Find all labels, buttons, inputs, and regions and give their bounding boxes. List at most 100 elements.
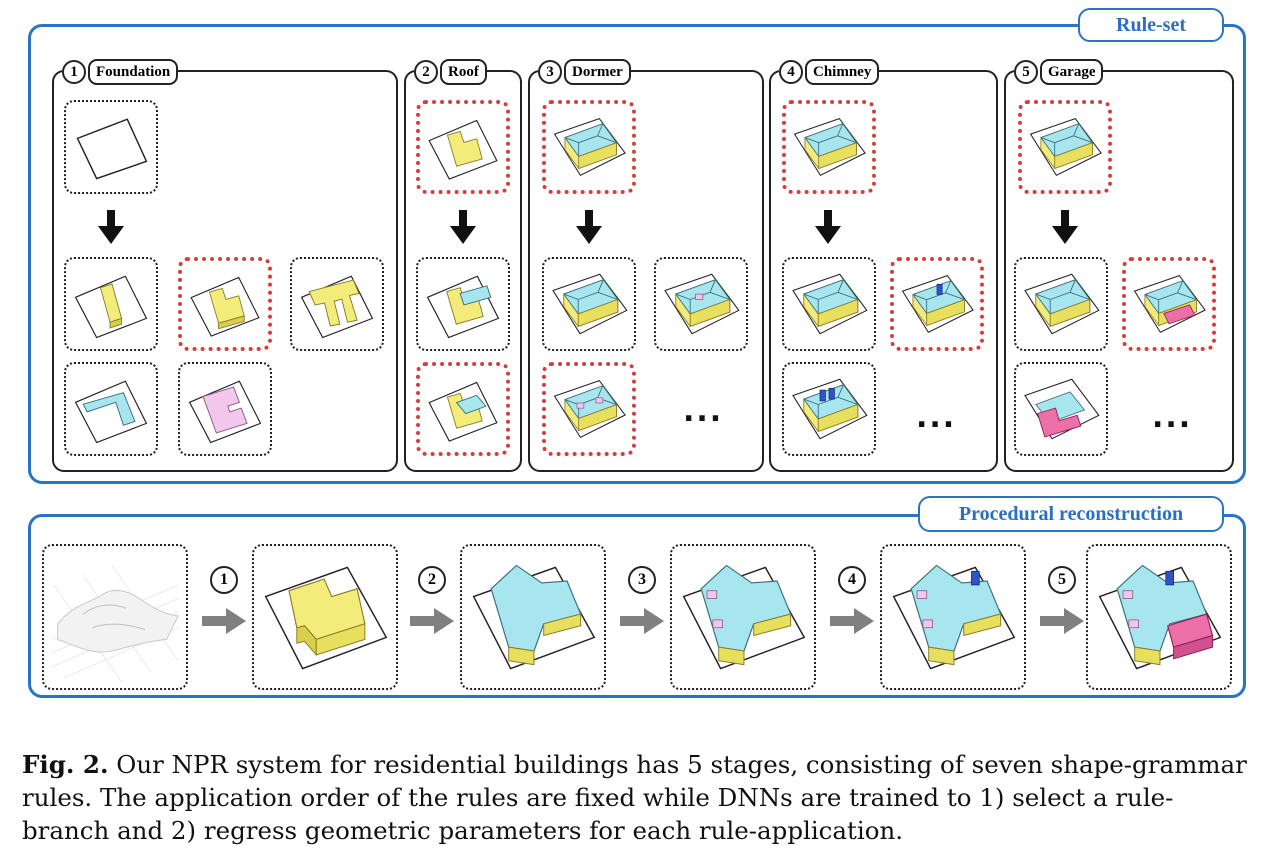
step-arrow-2: 2 <box>406 566 456 636</box>
garage-block <box>1163 304 1196 325</box>
chimney-option-one-tile-selected <box>890 257 984 351</box>
more-options-ellipsis: ... <box>1152 400 1193 435</box>
chimney-block <box>1165 570 1174 586</box>
ground-plot-shape <box>76 118 148 180</box>
u-shape-block <box>202 386 248 434</box>
ruleset-panel <box>28 24 1246 484</box>
reconstruction-panel <box>28 514 1246 698</box>
more-options-ellipsis: ... <box>683 394 724 429</box>
stage-garage-tile <box>1086 544 1232 690</box>
group-chimney: 4 Chimney <box>769 58 998 472</box>
group-chimney-tab: 4 Chimney <box>779 58 880 86</box>
roof-input-tile-selected <box>416 100 510 194</box>
down-arrow-icon <box>98 210 124 244</box>
roof-block <box>455 394 487 415</box>
chimney-option-none-tile <box>782 257 876 351</box>
step-arrow-1: 1 <box>198 566 248 636</box>
reconstruction-input-tile <box>42 544 188 690</box>
step-number: 4 <box>838 566 866 594</box>
garage-option-one-tile-selected <box>1122 257 1216 351</box>
foundation-corner-shape-tile <box>64 362 158 456</box>
group-roof-tab: 2 Roof <box>414 58 487 86</box>
figure-caption: Fig. 2. Our NPR system for residential b… <box>22 748 1252 847</box>
stage-foundation-tile <box>252 544 398 690</box>
group-foundation: 1 Foundation <box>52 58 398 472</box>
garage-option-none-tile <box>1014 257 1108 351</box>
down-arrow-icon <box>1052 210 1078 244</box>
step-number: 3 <box>628 566 656 594</box>
roof-option-flat-tile <box>416 257 510 351</box>
foundation-input-tile <box>64 100 158 194</box>
caption-text: Our NPR system for residential buildings… <box>22 750 1247 845</box>
point-cloud-surface <box>57 589 179 653</box>
gray-arrow-icon <box>620 608 664 634</box>
group-number: 5 <box>1014 60 1038 84</box>
group-garage-tab: 5 Garage <box>1014 58 1104 86</box>
stage-roof-tile <box>460 544 606 690</box>
group-number: 3 <box>538 60 562 84</box>
chimney-option-two-tile <box>782 362 876 456</box>
group-number: 4 <box>779 60 803 84</box>
roof-block <box>910 564 1002 652</box>
down-arrow-icon <box>576 210 602 244</box>
group-foundation-tab: 1 Foundation <box>62 58 179 86</box>
garage-input-tile-selected <box>1018 100 1112 194</box>
dormer-block <box>695 293 704 300</box>
group-roof: 2 Roof <box>404 58 522 472</box>
group-label: Garage <box>1040 59 1104 85</box>
step-arrow-4: 4 <box>826 566 876 636</box>
dormer-block <box>706 590 718 599</box>
chimney-input-tile-selected <box>782 100 876 194</box>
chimney-block <box>819 389 826 402</box>
reconstruction-title: Procedural reconstruction <box>918 496 1224 532</box>
group-label: Chimney <box>805 59 880 85</box>
step-number: 1 <box>210 566 238 594</box>
caption-label: Fig. 2. <box>22 750 109 779</box>
dormer-block <box>916 590 928 599</box>
group-label: Dormer <box>564 59 631 85</box>
i-shape-block <box>99 283 123 323</box>
foundation-pi-shape-tile <box>290 257 384 351</box>
gray-arrow-icon <box>410 608 454 634</box>
garage-option-lshape-tile <box>1014 362 1108 456</box>
gray-arrow-icon <box>830 608 874 634</box>
roof-option-hip-tile-selected <box>416 362 510 456</box>
chimney-block <box>936 283 943 295</box>
group-number: 2 <box>414 60 438 84</box>
stage-dormer-tile <box>670 544 816 690</box>
step-arrow-5: 5 <box>1036 566 1086 636</box>
more-options-ellipsis: ... <box>916 400 957 435</box>
roof-block <box>490 564 582 652</box>
foundation-l-shape-tile-selected <box>178 257 272 351</box>
corner-shape-block <box>82 392 136 426</box>
group-label: Foundation <box>88 59 179 85</box>
group-number: 1 <box>62 60 86 84</box>
roof-block <box>459 285 492 306</box>
dormer-input-tile-selected <box>542 100 636 194</box>
l-shape-block <box>446 130 483 167</box>
dormer-block <box>576 402 585 409</box>
foundation-i-shape-tile <box>64 257 158 351</box>
step-number: 2 <box>418 566 446 594</box>
foundation-u-shape-tile <box>178 362 272 456</box>
ruleset-title: Rule-set <box>1078 8 1224 42</box>
garage-block <box>1037 407 1082 438</box>
chimney-block <box>971 570 980 586</box>
gray-arrow-icon <box>1040 608 1084 634</box>
group-label: Roof <box>440 59 487 85</box>
dormer-option-none-tile <box>542 257 636 351</box>
dormer-block <box>1128 619 1139 629</box>
dormer-option-two-tile-selected <box>542 362 636 456</box>
step-arrow-3: 3 <box>616 566 666 636</box>
chimney-block <box>828 387 835 400</box>
dormer-block <box>1122 590 1134 599</box>
down-arrow-icon <box>450 210 476 244</box>
pi-shape-block <box>308 279 360 327</box>
dormer-block <box>595 397 604 404</box>
step-number: 5 <box>1048 566 1076 594</box>
gray-arrow-icon <box>202 608 246 634</box>
dormer-option-one-tile <box>654 257 748 351</box>
group-garage: 5 Garage <box>1004 58 1234 472</box>
roof-block <box>700 564 792 652</box>
dormer-block <box>922 619 933 629</box>
